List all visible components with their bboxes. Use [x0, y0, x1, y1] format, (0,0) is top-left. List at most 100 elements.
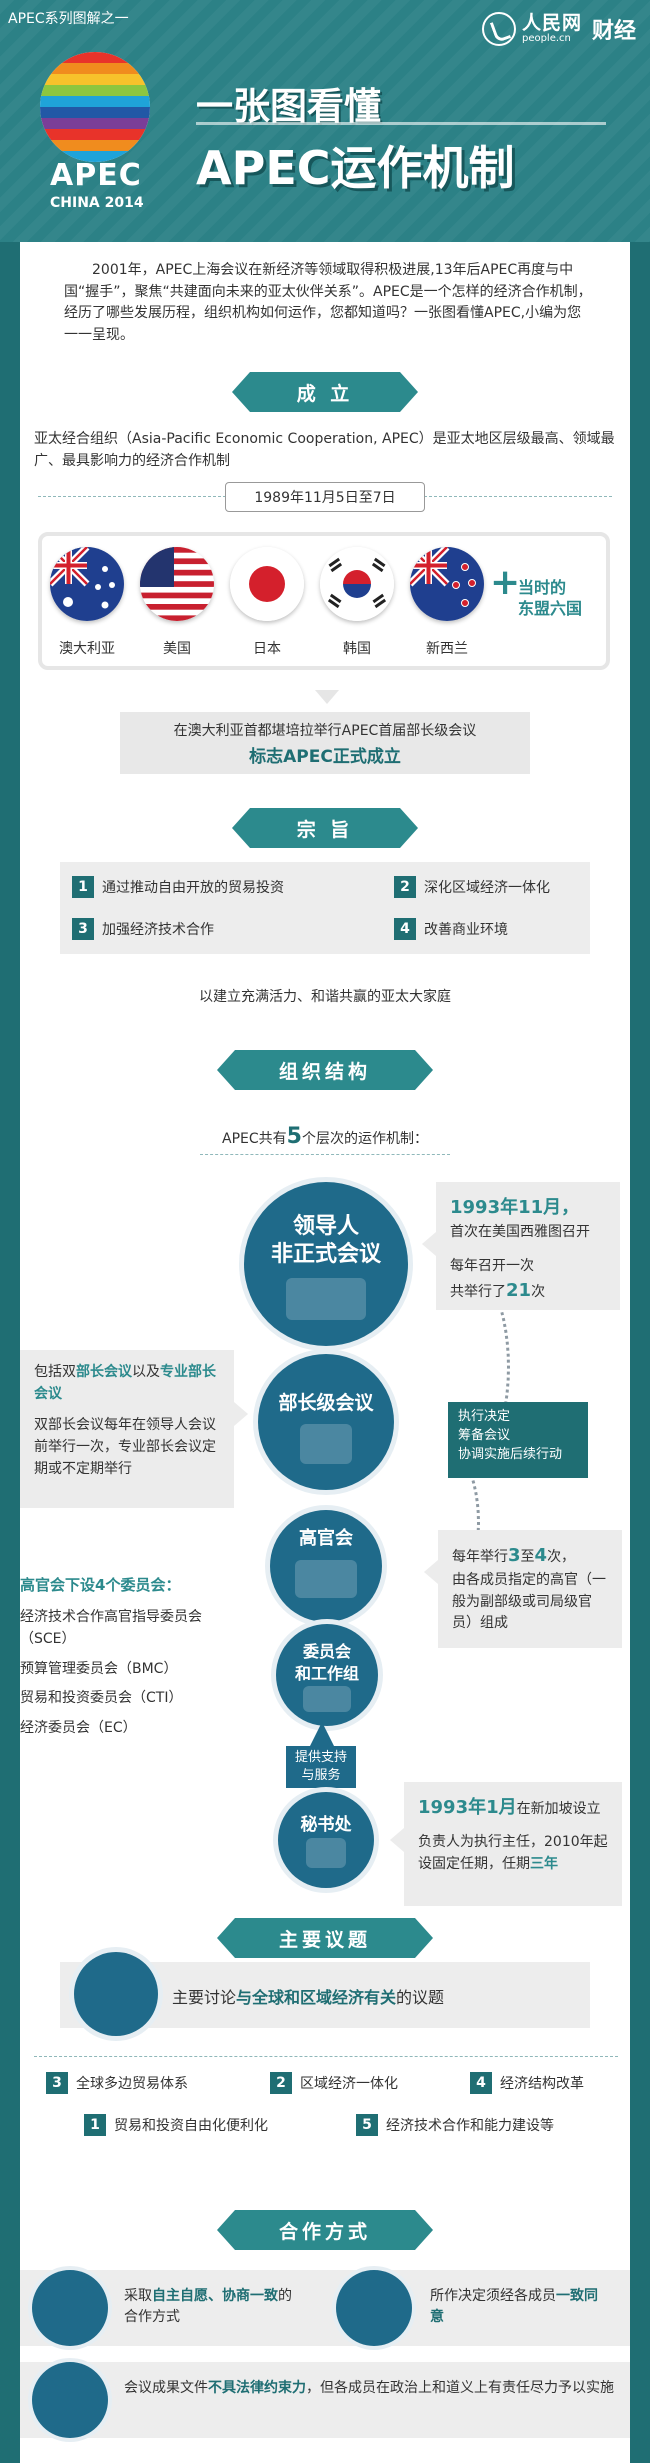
org-intro-pre: APEC共有: [222, 1131, 287, 1147]
aim-text: 深化区域经济一体化: [424, 880, 550, 896]
page-title-line1: 一张图看懂: [196, 85, 381, 128]
leaders-label1: 领导人: [292, 1214, 359, 1239]
committees-list-box: 高官会下设4个委员会： 经济技术合作高官指导委员会（SCE） 预算管理委员会（B…: [20, 1562, 240, 1758]
leaders-first: 首次在美国西雅图召开: [450, 1223, 590, 1240]
freq-b: 4: [534, 1545, 548, 1566]
flow-arrow-arc: [360, 1422, 480, 1622]
task-item: 协调实施后续行动: [458, 1446, 563, 1462]
no-legal-document-icon: [32, 2362, 108, 2438]
topic-number: 4: [470, 2072, 492, 2094]
desk-icon: [306, 1838, 346, 1868]
aim-item: 1 通过推动自由开放的贸易投资: [72, 876, 284, 898]
org-intro: APEC共有5个层次的运作机制：: [20, 1124, 630, 1149]
asean-line2: 东盟六国: [518, 598, 583, 618]
secretariat-head: 负责人为执行主任，2010年起设固定任期，任期三年: [418, 1832, 608, 1875]
topic-item: 3 全球多边贸易体系: [46, 2072, 188, 2094]
topic-text: 全球多边贸易体系: [76, 2076, 188, 2092]
logo-stripe: [40, 140, 150, 151]
task-item: 筹备会议: [458, 1427, 511, 1443]
count-pre: 共举行了: [450, 1284, 506, 1301]
handshake-icon: [286, 1278, 366, 1320]
cooperation-item1: 采取自主自愿、协商一致的合作方式: [124, 2286, 304, 2328]
leaders-meeting-node: 领导人 非正式会议: [244, 1182, 408, 1346]
topic-text: 经济技术合作和能力建设等: [386, 2118, 554, 2134]
founding-event-box: 在澳大利亚首都堪培拉举行APEC首届部长级会议 标志APEC正式成立: [120, 712, 530, 774]
meeting-table-icon: [295, 1560, 357, 1598]
support-line2: 与服务: [301, 1767, 341, 1783]
secretariat-label: 秘书处: [300, 1815, 352, 1835]
raised-hand-icon: [336, 2270, 412, 2346]
cooperation-item2: 所作决定须经各成员一致同意: [430, 2286, 610, 2328]
divider: [200, 1154, 450, 1155]
topic-text: 经济结构改革: [500, 2076, 584, 2092]
pointer: [422, 1232, 436, 1256]
divider: [34, 2056, 618, 2057]
brand-logo[interactable]: 人民网 people.cn 财经: [481, 12, 636, 46]
item1-hl: 自主自愿、协商一致: [152, 2288, 278, 2304]
freq-a: 3: [508, 1545, 521, 1566]
secretariat-node: 秘书处: [278, 1792, 374, 1888]
support-line1: 提供支持: [294, 1750, 347, 1765]
aim-text: 改善商业环境: [424, 922, 508, 938]
count-number: 21: [506, 1280, 532, 1302]
item2-hl: 一致同意: [430, 2288, 598, 2325]
senior-frequency: 每年举行3至4次，: [452, 1542, 608, 1570]
secretariat-info-box: 1993年1月在新加坡设立 负责人为执行主任，2010年起设固定任期，任期三年: [404, 1782, 622, 1906]
aim-number: 3: [72, 918, 94, 940]
ministers-detail: 双部长会议每年在领导人会议前举行一次，专业部长会议定期或不定期举行: [34, 1417, 216, 1477]
ministers-info-box: 包括双部长会议以及专业部长会议 双部长会议每年在领导人会议前举行一次，专业部长会…: [20, 1350, 234, 1508]
note-pre: 包括双: [34, 1364, 76, 1380]
logo-stripe: [40, 118, 150, 129]
logo-stripe: [40, 63, 150, 74]
committee-item: 经济委员会（EC）: [20, 1720, 137, 1736]
count-post: 次: [531, 1284, 546, 1301]
series-label: APEC系列图解之一: [8, 11, 129, 27]
logo-stripe: [40, 52, 150, 63]
item3-hl: 不具法律约束力: [208, 2380, 306, 2396]
item1-post: 的合作方式: [124, 2288, 292, 2325]
topic-number: 3: [46, 2072, 68, 2094]
usa-flag-icon: [140, 547, 214, 621]
org-intro-count: 5: [286, 1124, 302, 1149]
cooperation-row: [20, 2362, 630, 2438]
founding-date: 1989年11月5日至7日: [225, 482, 425, 512]
committee-item: 经济技术合作高官指导委员会（SCE）: [20, 1609, 202, 1647]
korea-flag-icon: [320, 547, 394, 621]
leaders-date: 1993年11月，: [450, 1197, 580, 1218]
aim-text: 加强经济技术合作: [102, 922, 214, 938]
freq-post: 次，: [547, 1549, 576, 1565]
country-label: 澳大利亚: [59, 641, 115, 657]
japan-flag-icon: [230, 547, 304, 621]
logo-stripe: [40, 85, 150, 96]
content-panel: 2001年，APEC上海会议在新经济等领域取得积极进展,13年后APEC再度与中…: [20, 242, 630, 2463]
item3-pre: 会议成果文件: [124, 2380, 208, 2396]
topic-number: 2: [270, 2072, 292, 2094]
committee-item: 预算管理委员会（BMC）: [20, 1660, 178, 1677]
ministers-label: 部长级会议: [278, 1392, 374, 1414]
secretariat-date-hl: 1993年1月: [418, 1797, 517, 1818]
pointer: [390, 1828, 404, 1852]
apec-logo-word: APEC: [50, 158, 142, 193]
leaders-count: 共举行了21次: [450, 1277, 606, 1305]
note-hl1: 部长会议: [76, 1364, 132, 1380]
topic-text: 区域经济一体化: [300, 2076, 398, 2092]
secretariat-date-post: 在新加坡设立: [516, 1801, 601, 1817]
aim-number: 1: [72, 876, 94, 898]
section-topics-heading: 主要议题: [217, 1918, 433, 1958]
aim-item: 3 加强经济技术合作: [72, 918, 214, 940]
aim-number: 2: [394, 876, 416, 898]
page-title-line2: APEC运作机制: [196, 141, 515, 195]
secretariat-date: 1993年1月在新加坡设立: [418, 1794, 608, 1822]
plus-icon: +: [490, 562, 521, 603]
group-people-icon: [303, 1686, 351, 1712]
main-pre: 主要讨论: [172, 1988, 237, 2007]
aims-box: [60, 862, 590, 954]
cooperation-item3: 会议成果文件不具法律约束力，但各成员在政治上和道义上有责任尽力予以实施: [124, 2378, 614, 2399]
flow-arrow-arc: [380, 1242, 510, 1492]
org-intro-post: 个层次的运作机制：: [301, 1131, 428, 1147]
country-label: 美国: [163, 641, 191, 657]
freq-mid: 至: [520, 1549, 535, 1565]
founding-description: 亚太经合组织（Asia-Pacific Economic Cooperation…: [34, 431, 615, 470]
audience-icon: [74, 1952, 158, 2036]
